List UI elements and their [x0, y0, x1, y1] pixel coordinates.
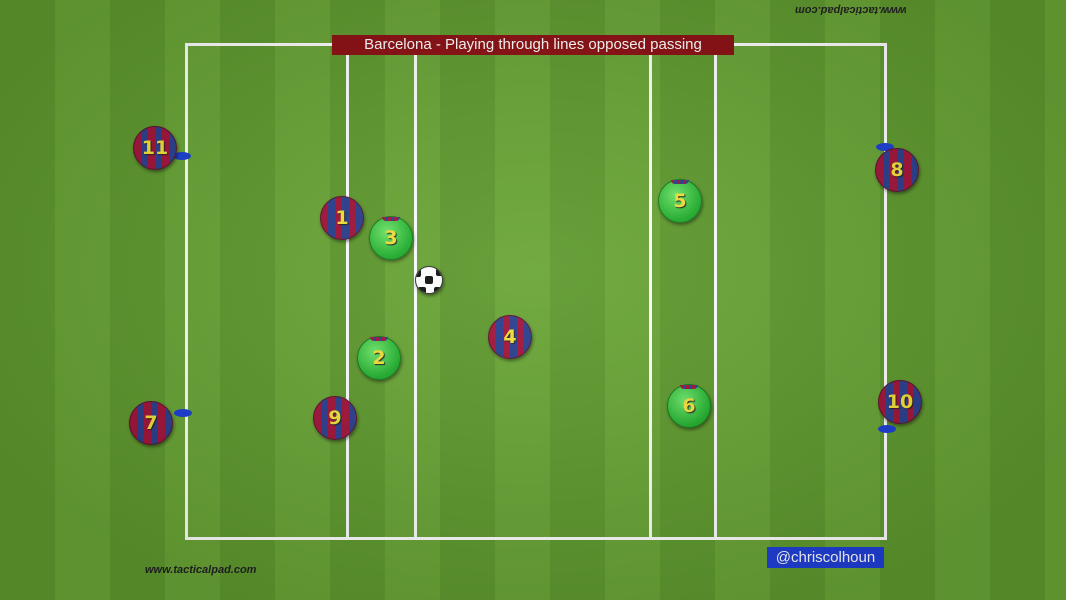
drill-title: Barcelona - Playing through lines oppose…: [332, 35, 734, 55]
player-3[interactable]: 3: [369, 216, 413, 260]
pitch-right-line: [884, 43, 887, 540]
player-4[interactable]: 4: [488, 315, 532, 359]
player-11[interactable]: 11: [133, 126, 177, 170]
pitch-bottom-line: [185, 537, 887, 540]
player-7[interactable]: 7: [129, 401, 173, 445]
cone-icon[interactable]: [878, 425, 896, 433]
lane-line-4: [714, 55, 717, 537]
cone-icon[interactable]: [174, 409, 192, 417]
watermark-bottom: www.tacticalpad.com: [145, 564, 257, 576]
player-2[interactable]: 2: [357, 336, 401, 380]
player-10[interactable]: 10: [878, 380, 922, 424]
lane-line-2: [414, 55, 417, 537]
player-1[interactable]: 1: [320, 196, 364, 240]
cone-icon[interactable]: [173, 152, 191, 160]
player-9[interactable]: 9: [313, 396, 357, 440]
cone-icon[interactable]: [876, 143, 894, 151]
player-8[interactable]: 8: [875, 148, 919, 192]
lane-line-3: [649, 55, 652, 537]
watermark-top: www.tacticalpad.com: [795, 4, 907, 16]
player-5[interactable]: 5: [658, 179, 702, 223]
lane-line-1: [346, 55, 349, 537]
ball-icon[interactable]: [415, 266, 443, 294]
player-6[interactable]: 6: [667, 384, 711, 428]
author-handle: @chriscolhoun: [767, 547, 884, 568]
pitch-left-line: [185, 43, 188, 540]
